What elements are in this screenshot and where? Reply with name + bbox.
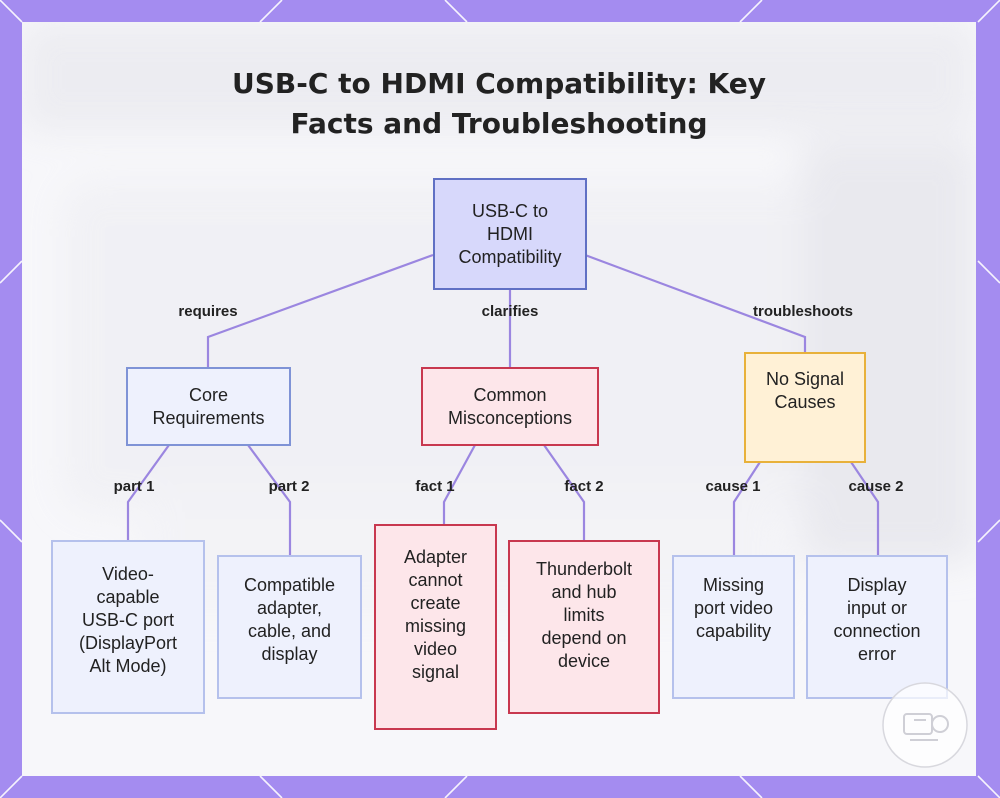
node-adapter-cannot-create-signal: Adapter cannot create missing video sign… [374,524,497,730]
node-text: Adapter [404,546,467,569]
node-text: Core [152,384,264,407]
node-text: display [244,643,335,666]
link-nosignal-display-input [851,462,878,555]
edge-label-part-2: part 2 [269,478,310,495]
node-usb-c-hdmi-compatibility: USB-C to HDMI Compatibility [433,178,587,290]
node-text: connection [833,620,920,643]
node-text: create [404,592,467,615]
node-text: USB-C port [79,609,177,632]
node-core-requirements: Core Requirements [126,367,291,446]
edge-label-fact-1: fact 1 [415,478,454,495]
node-text: Compatible [244,574,335,597]
edge-label-cause-2: cause 2 [848,478,903,495]
node-text: Video- [79,563,177,586]
link-root-core [208,255,433,367]
link-nosignal-missing-port [734,462,760,555]
edge-label-cause-1: cause 1 [705,478,760,495]
edge-label-fact-2: fact 2 [564,478,603,495]
node-display-input-error: Display input or connection error [806,555,948,699]
node-text: error [833,643,920,666]
node-text: adapter, [244,597,335,620]
node-video-capable-port: Video- capable USB-C port (DisplayPort A… [51,540,205,714]
node-compatible-adapter: Compatible adapter, cable, and display [217,555,362,699]
node-text: input or [833,597,920,620]
node-text: limits [536,604,632,627]
node-text: Misconceptions [448,407,572,430]
node-text: signal [404,661,467,684]
diagram-canvas: USB-C to HDMI Compatibility: Key Facts a… [22,22,976,776]
node-text: Compatibility [458,246,561,269]
node-text: Display [833,574,920,597]
node-text: Alt Mode) [79,655,177,678]
node-text: Requirements [152,407,264,430]
node-text: Common [448,384,572,407]
node-text: and hub [536,581,632,604]
node-text: cannot [404,569,467,592]
node-text: No Signal [766,368,844,391]
node-text: HDMI [458,223,561,246]
link-core-compatible [248,445,290,555]
edge-label-part-1: part 1 [114,478,155,495]
node-common-misconceptions: Common Misconceptions [421,367,599,446]
edge-label-troubleshoots: troubleshoots [753,303,853,320]
edge-label-clarifies: clarifies [482,303,539,320]
node-text: port video [694,597,773,620]
node-text: (DisplayPort [79,632,177,655]
watermark-logo-icon [880,680,970,770]
edge-label-requires: requires [178,303,237,320]
node-text: depend on [536,627,632,650]
node-text: USB-C to [458,200,561,223]
node-text: Thunderbolt [536,558,632,581]
node-text: cable, and [244,620,335,643]
node-no-signal-causes: No Signal Causes [744,352,866,463]
node-text: Missing [694,574,773,597]
node-text: Causes [766,391,844,414]
node-text: capability [694,620,773,643]
node-text: video [404,638,467,661]
node-text: capable [79,586,177,609]
node-text: missing [404,615,467,638]
node-missing-port-video-capability: Missing port video capability [672,555,795,699]
node-text: device [536,650,632,673]
node-thunderbolt-hub-limits: Thunderbolt and hub limits depend on dev… [508,540,660,714]
